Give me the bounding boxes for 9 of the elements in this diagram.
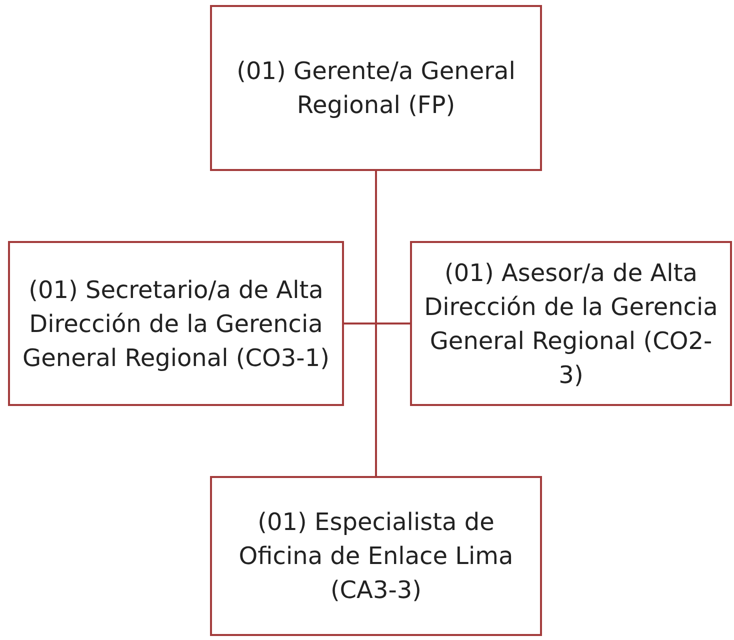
position-box <box>8 241 344 406</box>
position-title: (01) Gerente/a General Regional (FP) <box>236 56 516 121</box>
position-title: (01) Asesor/a de Alta Dirección de la Gerencia General Regional (CO2-3) <box>423 258 719 390</box>
position-title: (01) Secretario/a de Alta Dirección de la Gerencia General Regional (CO3-1) <box>22 274 330 374</box>
position-box <box>410 241 732 406</box>
connector-line <box>375 171 377 476</box>
position-title: (01) Especialista de Oficina de Enlace Lima (CA3-3) <box>238 507 514 606</box>
position-box <box>210 476 542 636</box>
position-box <box>210 5 542 171</box>
